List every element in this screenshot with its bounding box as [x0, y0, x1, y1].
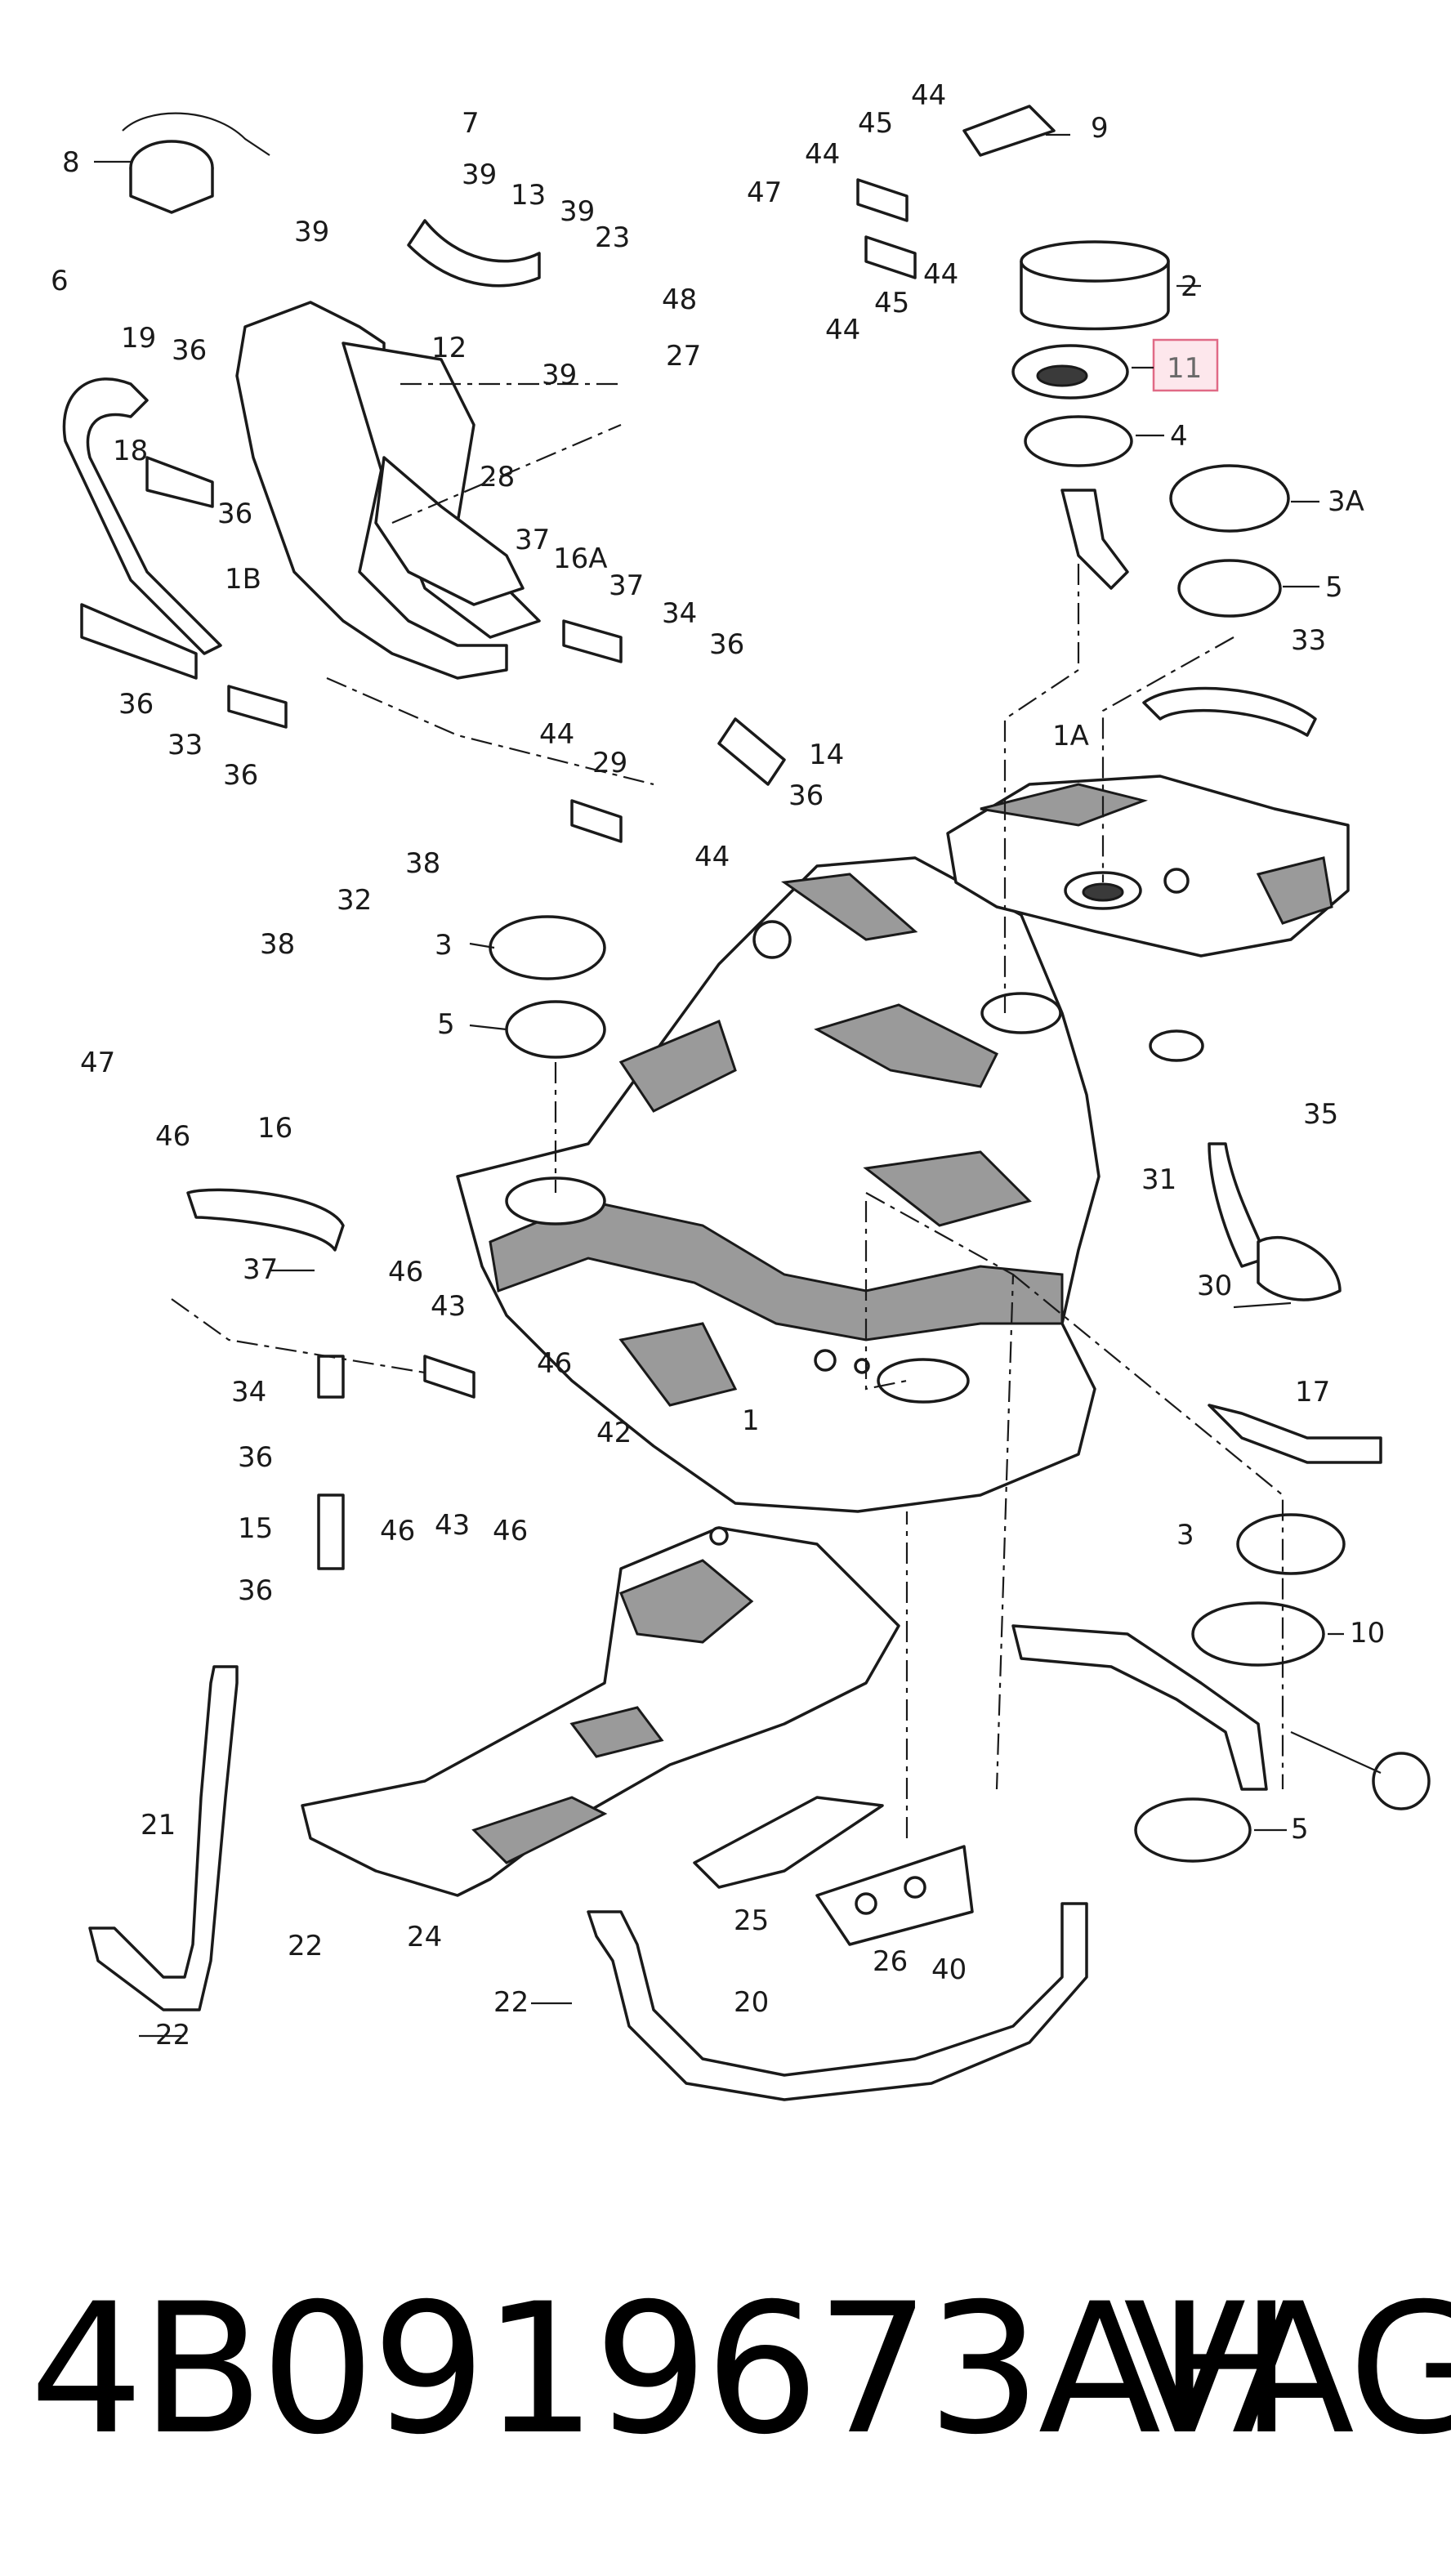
callout-45: 45 [874, 287, 909, 319]
callout-37: 37 [609, 569, 644, 602]
callout-33: 33 [167, 729, 203, 761]
callout-18: 18 [113, 435, 148, 467]
callout-39: 39 [542, 359, 577, 391]
callout-43: 43 [431, 1290, 466, 1323]
callout-10: 10 [1350, 1617, 1385, 1650]
callout-46: 46 [155, 1120, 190, 1153]
callout-36: 36 [238, 1574, 273, 1607]
callout-16A: 16A [553, 542, 608, 575]
callout-44: 44 [694, 841, 730, 873]
callout-36: 36 [217, 498, 252, 530]
callout-16: 16 [257, 1112, 292, 1145]
callout-47: 47 [747, 176, 782, 209]
callout-37: 37 [515, 524, 550, 556]
callout-44: 44 [825, 314, 860, 346]
callout-17: 17 [1295, 1376, 1330, 1409]
callout-4: 4 [1170, 420, 1188, 453]
callout-25: 25 [734, 1904, 769, 1937]
tank-strap-left [88, 1665, 239, 2011]
callout-labels: 8 7 39 39 13 39 23 39 6 19 36 12 28 27 1… [51, 79, 1385, 2051]
callout-43: 43 [435, 1509, 470, 1542]
callout-36: 36 [172, 334, 207, 367]
callout-5: 5 [1325, 571, 1343, 604]
part-number: 4B0919673AH [29, 2265, 1293, 2474]
filler-cap [122, 112, 270, 214]
callout-24: 24 [407, 1921, 442, 1953]
callout-39: 39 [462, 158, 497, 191]
callout-36: 36 [223, 759, 258, 792]
heat-shields [693, 1796, 974, 1946]
callout-44: 44 [805, 138, 840, 171]
callout-30: 30 [1197, 1270, 1232, 1302]
callout-36: 36 [709, 628, 744, 661]
callout-34: 34 [231, 1376, 266, 1409]
callout-31: 31 [1141, 1163, 1176, 1196]
fuel-tank [456, 856, 1204, 1513]
callout-7: 7 [462, 107, 480, 140]
callout-48: 48 [662, 283, 697, 316]
fuel-system-exploded-diagram: 8 7 39 39 13 39 23 39 6 19 36 12 28 27 1… [51, 79, 1431, 2101]
callout-34: 34 [662, 597, 697, 630]
fuel-tank-upper-section [946, 775, 1350, 958]
callout-46: 46 [388, 1256, 423, 1288]
fuel-pump-assembly [1011, 240, 1170, 590]
callout-15: 15 [238, 1512, 273, 1545]
callout-45: 45 [858, 107, 893, 140]
callout-12: 12 [431, 332, 467, 364]
callout-23: 23 [595, 221, 630, 254]
callout-29: 29 [592, 747, 627, 779]
callout-38: 38 [405, 847, 440, 880]
assembly-lines [171, 382, 1284, 1838]
callout-6: 6 [51, 265, 69, 297]
tank-strap-rear [587, 1902, 1088, 2101]
callout-22: 22 [288, 1930, 323, 1962]
callout-19: 19 [121, 322, 156, 355]
hose-set [62, 105, 1382, 1570]
callout-44: 44 [911, 79, 946, 112]
callout-36: 36 [118, 688, 154, 721]
callout-38: 38 [260, 928, 295, 961]
callout-36: 36 [238, 1441, 273, 1474]
callout-35: 35 [1303, 1098, 1338, 1131]
callout-3: 3 [1176, 1519, 1194, 1551]
callout-32: 32 [337, 884, 372, 917]
callout-27: 27 [666, 340, 701, 373]
callout-1: 1 [742, 1404, 760, 1437]
callout-40: 40 [931, 1953, 967, 1986]
callout-22: 22 [493, 1986, 529, 2019]
callout-11: 11 [1167, 352, 1202, 385]
callout-3A: 3A [1328, 485, 1364, 518]
callout-8: 8 [62, 146, 80, 179]
callout-44: 44 [539, 718, 574, 751]
callout-20: 20 [734, 1986, 769, 2019]
level-sender [1011, 1601, 1431, 1810]
callout-46: 46 [380, 1515, 415, 1547]
callout-44: 44 [923, 258, 958, 291]
callout-46: 46 [537, 1347, 572, 1380]
callout-33: 33 [1291, 624, 1326, 657]
callout-9: 9 [1091, 112, 1109, 145]
callout-26: 26 [873, 1945, 908, 1978]
callout-39: 39 [294, 216, 329, 248]
callout-39: 39 [560, 195, 595, 228]
highlighted-callout-11: 11 [1152, 338, 1219, 392]
callout-36: 36 [788, 779, 824, 812]
callout-1B: 1B [225, 563, 261, 596]
callout-14: 14 [809, 739, 844, 771]
callout-46: 46 [493, 1515, 528, 1547]
callout-42: 42 [596, 1417, 632, 1449]
filler-pipe [235, 301, 541, 680]
callout-13: 13 [511, 179, 546, 212]
callout-28: 28 [480, 461, 515, 493]
brand-name: VAG [1123, 2265, 1451, 2474]
callout-1A: 1A [1052, 720, 1089, 752]
callout-21: 21 [141, 1809, 176, 1842]
seal-rings [489, 464, 1346, 1863]
tank-cross-member [301, 1526, 900, 1897]
label-leaders [94, 133, 1344, 2038]
callout-5: 5 [1291, 1813, 1309, 1846]
callout-3: 3 [435, 929, 453, 962]
callout-47: 47 [80, 1047, 115, 1079]
callout-5: 5 [437, 1008, 455, 1041]
